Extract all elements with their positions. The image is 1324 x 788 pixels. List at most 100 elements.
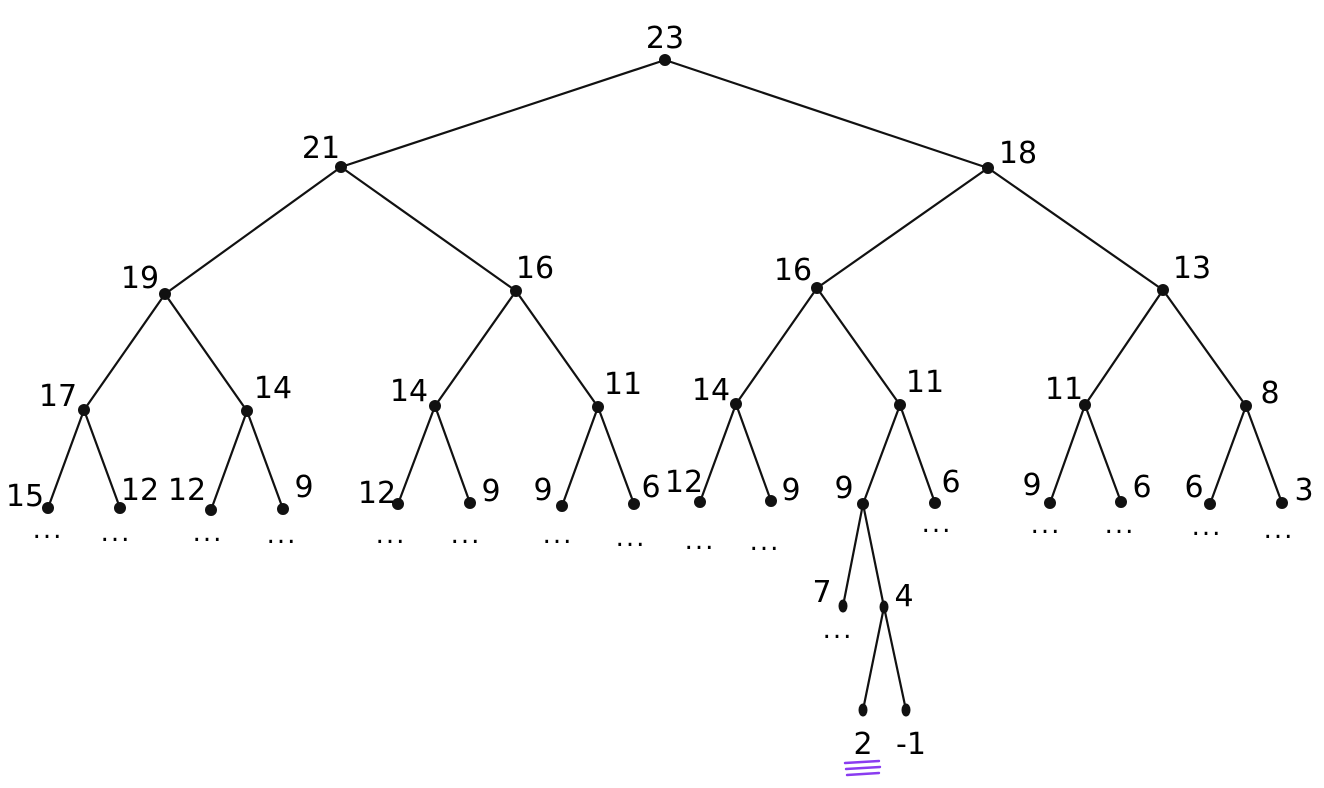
highlight-underline <box>844 765 882 771</box>
tree-node-dot <box>1204 498 1216 510</box>
tree-edges <box>46 58 1284 712</box>
tree-edge <box>433 404 472 505</box>
node-value-label: 7 <box>812 575 831 610</box>
node-value-label: 6 <box>641 470 660 505</box>
tree-node-dot <box>982 162 994 174</box>
tree-node-dot <box>811 282 823 294</box>
tree-edge <box>841 502 865 608</box>
node-value-label: 9 <box>834 471 853 506</box>
node-value-label: 12 <box>358 476 396 511</box>
tree-edge <box>882 605 908 712</box>
continuation-ellipsis: ... <box>267 520 298 550</box>
node-value-label: 16 <box>516 251 554 286</box>
tree-node-dot <box>429 400 441 412</box>
tree-edge <box>815 166 990 290</box>
tree-node-dot <box>838 599 848 613</box>
tree-node-dot <box>894 399 906 411</box>
tree-edge <box>339 58 667 169</box>
tree-edge <box>82 408 122 510</box>
continuation-ellipsis: ... <box>750 527 781 557</box>
tree-edge <box>734 402 773 503</box>
tree-nodes <box>42 54 1288 717</box>
node-value-label: 9 <box>1022 468 1041 503</box>
tree-edge <box>861 403 902 506</box>
node-value-label: 13 <box>1173 251 1211 286</box>
tree-node-dot <box>277 503 289 515</box>
node-value-label: 12 <box>121 473 159 508</box>
node-value-label: 12 <box>168 473 206 508</box>
tree-edge <box>734 286 819 406</box>
continuation-ellipsis: ... <box>1192 512 1223 542</box>
tree-node-dot <box>857 498 869 510</box>
tree-node-dot <box>159 288 171 300</box>
tree-node-dot <box>241 405 253 417</box>
node-value-label: 14 <box>390 374 428 409</box>
tree-edge <box>986 166 1165 292</box>
tree-node-dot <box>628 498 640 510</box>
continuation-ellipsis: ... <box>101 518 132 548</box>
tree-node-dot <box>464 497 476 509</box>
tree-edge <box>898 403 937 505</box>
continuation-ellipsis: ... <box>616 523 647 553</box>
tree-edge <box>861 605 886 712</box>
continuation-ellipsis: ... <box>193 518 224 548</box>
tree-node-dot <box>1115 496 1127 508</box>
tree-edge <box>1083 288 1165 407</box>
node-value-label: 9 <box>294 470 313 505</box>
tree-edge <box>1161 288 1248 408</box>
highlight-underline <box>843 759 881 765</box>
node-value-label: 4 <box>894 579 913 614</box>
tree-node-dot <box>901 703 911 717</box>
node-value-label: 6 <box>1184 470 1203 505</box>
tree-node-dot <box>1157 284 1169 296</box>
node-value-label: 21 <box>302 131 340 166</box>
node-value-label: 8 <box>1260 376 1279 411</box>
tree-node-dot <box>42 502 54 514</box>
tree-node-dot <box>1276 497 1288 509</box>
continuation-ellipsis: ... <box>922 509 953 539</box>
node-value-label: -1 <box>896 727 926 762</box>
node-value-label: 11 <box>604 367 642 402</box>
tree-node-dot <box>78 404 90 416</box>
node-value-label: 11 <box>1045 372 1083 407</box>
node-value-label: 3 <box>1294 473 1313 508</box>
node-value-label: 14 <box>692 373 730 408</box>
tree-node-dot <box>659 54 671 66</box>
node-value-label: 17 <box>39 379 77 414</box>
tree-node-dot <box>730 398 742 410</box>
tree-edge <box>163 292 249 413</box>
tree-edge <box>514 289 600 409</box>
tree-node-dot <box>205 504 217 516</box>
node-value-label: 9 <box>533 473 552 508</box>
tree-node-dot <box>1079 399 1091 411</box>
tree-node-dot <box>765 495 777 507</box>
tree-edge <box>815 286 902 407</box>
tree-edge <box>596 405 636 506</box>
continuation-ellipsis: ... <box>376 520 407 550</box>
node-value-label: 12 <box>665 465 703 500</box>
tree-edge <box>339 165 518 293</box>
tree-edge <box>396 404 437 506</box>
tree-node-dot <box>858 703 868 717</box>
tree-edge <box>663 58 990 170</box>
tree-edge <box>1083 403 1123 504</box>
tree-edge <box>82 292 167 412</box>
tree-continuations: ........................................… <box>33 509 1293 645</box>
tree-edge <box>433 289 518 408</box>
tree-node-dot <box>929 497 941 509</box>
node-value-label: 2 <box>853 727 872 762</box>
tree-edge <box>1208 404 1248 506</box>
highlight-marks <box>843 759 882 777</box>
node-value-label: 18 <box>999 136 1037 171</box>
tree-node-dot <box>694 496 706 508</box>
continuation-ellipsis: ... <box>1105 510 1136 540</box>
tree-node-dot <box>114 502 126 514</box>
highlight-underline <box>845 771 881 777</box>
tree-node-dot <box>392 498 404 510</box>
node-value-label: 19 <box>121 261 159 296</box>
node-value-label: 11 <box>906 365 944 400</box>
continuation-ellipsis: ... <box>543 520 574 550</box>
continuation-ellipsis: ... <box>685 526 716 556</box>
